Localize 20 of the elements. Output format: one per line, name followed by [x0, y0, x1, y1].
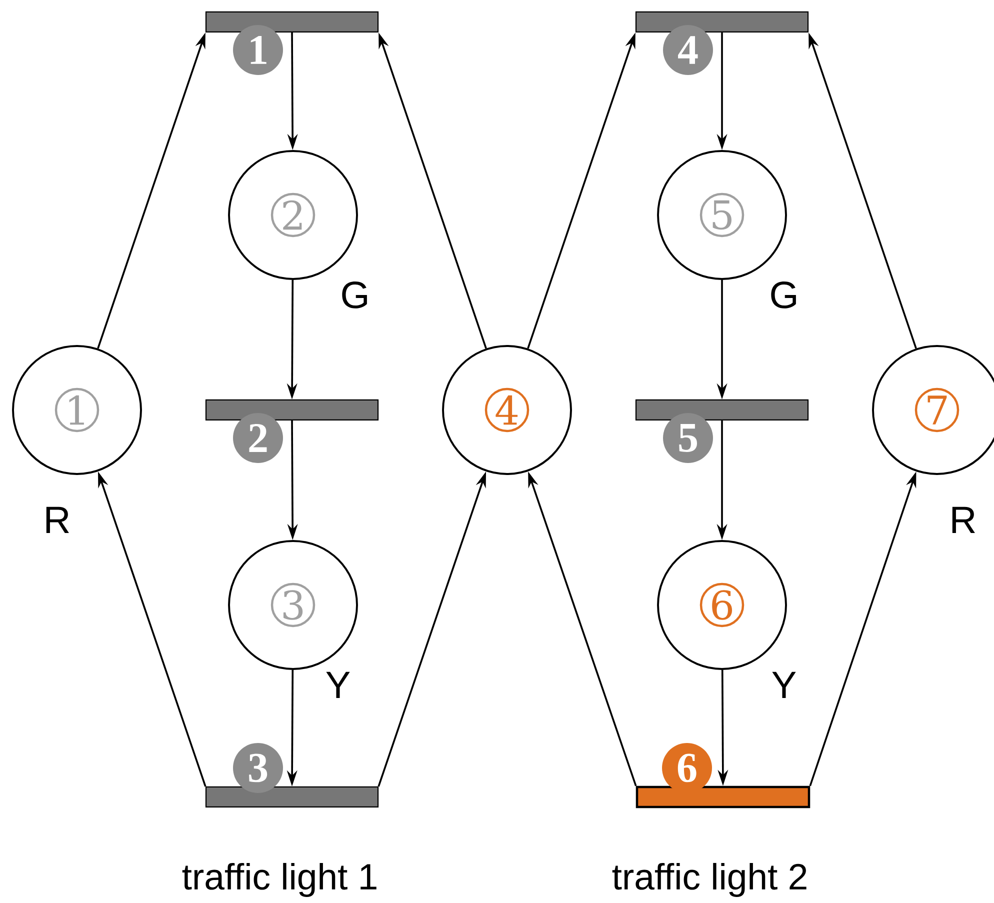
transition-bar: [636, 786, 810, 808]
transition-bar: [205, 11, 379, 33]
number-badge: 5: [663, 412, 713, 463]
color-letter: R: [952, 506, 975, 534]
color-letter: G: [771, 282, 796, 308]
color-letter: R: [46, 506, 69, 534]
transition-bar: [635, 399, 809, 421]
color-letter: Y: [772, 672, 796, 698]
transition-bar: [635, 11, 809, 33]
color-letter: G: [342, 282, 367, 308]
caption-text: traffic light 2: [612, 862, 806, 898]
color-letter: Y: [326, 672, 350, 698]
number-badge: 3: [233, 742, 283, 793]
caption-text: traffic light 1: [182, 862, 376, 898]
number-badge: 2: [233, 412, 283, 463]
number-badge: 4: [663, 24, 713, 75]
transition-bar: [205, 786, 379, 808]
transition-bar: [205, 399, 379, 421]
number-badge: 1: [233, 24, 283, 75]
number-badge: 6: [662, 742, 712, 793]
